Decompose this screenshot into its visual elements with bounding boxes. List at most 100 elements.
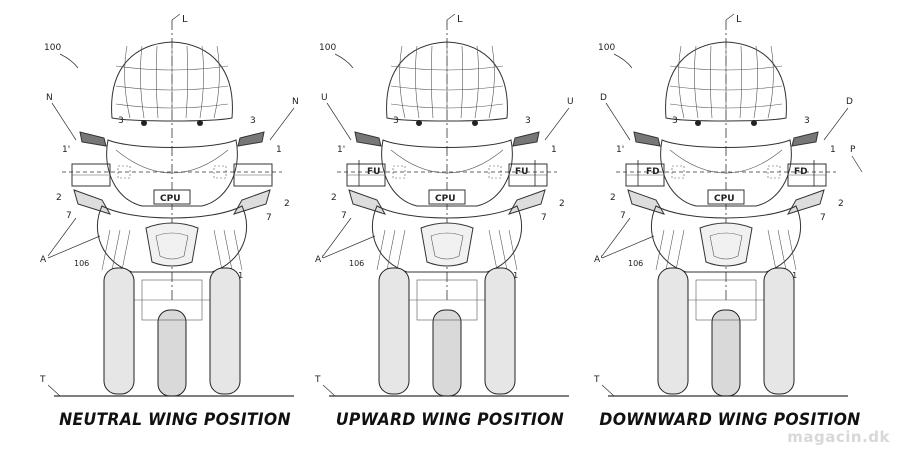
wing-leader-left	[326, 102, 352, 141]
caption-downward: DOWNWARD WING POSITION	[599, 410, 861, 430]
mirror-right	[512, 131, 540, 147]
wing-label-1: 1	[830, 145, 836, 155]
windshield-grid-line	[115, 103, 229, 109]
ground-leader	[601, 384, 615, 397]
mirror-left	[354, 131, 382, 147]
windshield-grid-line	[213, 45, 220, 119]
axis-label-A: A	[40, 255, 47, 265]
front-mask	[145, 222, 199, 267]
axis-leader	[171, 13, 181, 21]
frame-tube	[665, 229, 675, 271]
body-label-2-right: 2	[838, 199, 844, 209]
frame-tube	[121, 229, 131, 271]
lower-body	[651, 205, 801, 273]
fairing-line	[115, 149, 229, 174]
body-label-2-left: 2	[610, 193, 616, 203]
body-label-2-left: 2	[331, 193, 337, 203]
front-wheel-right	[763, 267, 795, 395]
front-wheel-left	[103, 267, 135, 395]
axis-leader-2	[601, 235, 655, 259]
front-wheel-right	[209, 267, 241, 395]
ref-leader	[334, 53, 354, 69]
lower-body	[372, 205, 522, 273]
axis-leader-1	[601, 217, 631, 257]
body-label-2-left: 2	[56, 193, 62, 203]
frame-tube	[675, 229, 685, 271]
mirror-label-right: 3	[804, 116, 810, 126]
rear-wheel	[432, 309, 462, 397]
mirror-left	[79, 131, 107, 147]
frame-tube	[498, 229, 508, 271]
mirror-right	[791, 131, 819, 147]
cpu-box	[707, 189, 745, 205]
body-label-2-right: 2	[284, 199, 290, 209]
axis-label-L: L	[736, 14, 742, 25]
mirror-left	[633, 131, 661, 147]
fairing-line	[390, 149, 504, 174]
axis-label-L: L	[182, 14, 188, 25]
windshield-grid-line	[140, 45, 145, 119]
deflector-right	[786, 189, 825, 215]
lower-body	[97, 205, 247, 273]
wing-label-right: N	[292, 97, 299, 107]
axis-leader-2	[322, 235, 376, 259]
mirror-right	[237, 131, 265, 147]
windshield-grid-line	[767, 45, 774, 119]
deflector-left	[73, 189, 112, 215]
caption-upward: UPWARD WING POSITION	[335, 410, 565, 430]
ground-label-T: T	[593, 375, 600, 385]
front-mask-inner	[709, 232, 743, 260]
windshield-grid-line	[390, 103, 504, 109]
windshield-grid-line	[185, 45, 189, 119]
frame-label-106: 106	[74, 259, 89, 268]
cpu-box	[153, 189, 191, 205]
windshield-grid-line	[115, 85, 229, 91]
axis-leader	[725, 13, 735, 21]
wing-label-1prime: 1'	[337, 145, 345, 155]
front-mask	[420, 222, 474, 267]
headlight-left-dot	[695, 120, 701, 126]
wing-leader-right	[544, 107, 570, 141]
frame-tube	[233, 229, 243, 271]
windshield-grid-line	[678, 45, 685, 119]
ref-leader	[613, 53, 633, 69]
windshield-grid-line	[488, 45, 495, 119]
upper-fairing	[660, 139, 792, 207]
cpu-label: CPU	[160, 194, 181, 204]
rear-wheel	[157, 309, 187, 397]
headlight-left-dot	[141, 120, 147, 126]
frame-tube	[376, 229, 386, 271]
windshield-grid-line	[753, 45, 758, 119]
frame-tube	[101, 229, 111, 271]
front-wheel-left	[378, 267, 410, 395]
windshield-grid-line	[199, 45, 204, 119]
frame-tube	[386, 229, 396, 271]
wing-label-1: 1	[551, 145, 557, 155]
frame-tube	[767, 229, 777, 271]
ground-label-T: T	[314, 375, 321, 385]
wing-leader-left	[605, 102, 631, 141]
frame-tube	[777, 229, 787, 271]
axis-leader-1	[322, 217, 352, 257]
frame-tube	[213, 229, 223, 271]
frame-tube	[655, 229, 665, 271]
axis-label-A: A'	[594, 255, 603, 265]
force-label-left: FD	[646, 167, 660, 177]
fairing-label-7-right: 7	[266, 213, 272, 223]
front-mask-inner	[430, 232, 464, 260]
deflector-right	[507, 189, 546, 215]
force-label-right: FU	[515, 167, 528, 177]
ground-leader	[322, 384, 336, 397]
fairing-label-7-left: 7	[620, 211, 626, 221]
front-wheel-left	[657, 267, 689, 395]
windshield-grid-line	[390, 65, 504, 71]
body-label-2-right: 2	[559, 199, 565, 209]
fairing-label-7-left: 7	[341, 211, 347, 221]
windshield-grid-line	[669, 103, 783, 109]
headlight-right-dot	[472, 120, 478, 126]
axis-leader-1	[47, 217, 77, 257]
fairing-label-7-right: 7	[820, 213, 826, 223]
windshield-grid-line	[124, 45, 131, 119]
